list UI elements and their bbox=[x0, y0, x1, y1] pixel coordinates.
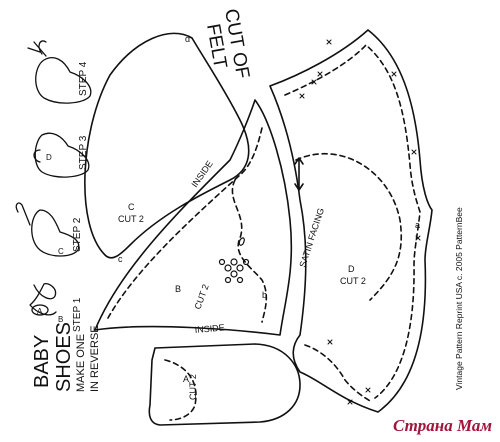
satin-arrow bbox=[294, 157, 304, 191]
site-watermark: Страна Мам bbox=[392, 416, 492, 435]
flower-embroidery bbox=[218, 237, 250, 284]
step-1-sketch bbox=[29, 282, 57, 316]
piece-d-crosses bbox=[299, 39, 421, 405]
mark-a: a bbox=[415, 220, 420, 230]
mark-d: d bbox=[185, 34, 190, 44]
step-4-label: STEP 4 bbox=[78, 61, 89, 96]
piece-b-outline bbox=[94, 99, 293, 336]
step1-mark-b: B bbox=[58, 315, 63, 324]
copyright-text: Vintage Pattern Reprint USA c. 2005 Patt… bbox=[454, 207, 464, 390]
piece-a-letter: A bbox=[183, 374, 189, 384]
piece-c-letter: C bbox=[128, 202, 135, 212]
piece-a-dashed bbox=[164, 359, 197, 421]
piece-b-cut: CUT 2 bbox=[192, 283, 210, 311]
piece-d-letter: D bbox=[348, 264, 355, 274]
piece-d-dashed-outer bbox=[284, 44, 421, 399]
piece-d-outline bbox=[269, 29, 433, 413]
step1-mark-a: A bbox=[37, 307, 43, 316]
mark-c: c bbox=[118, 254, 123, 264]
title-in-reverse: IN REVERSE bbox=[89, 325, 101, 392]
piece-d-cut: CUT 2 bbox=[340, 276, 366, 286]
piece-c-outline bbox=[84, 32, 250, 259]
piece-d-dashed-bottom bbox=[304, 344, 373, 403]
step-3-label: STEP 3 bbox=[78, 135, 89, 170]
piece-b-dashed bbox=[107, 127, 263, 319]
step2-mark-c: C bbox=[58, 247, 64, 256]
step-2-label: STEP 2 bbox=[72, 217, 83, 252]
title-shoes: SHOES bbox=[53, 322, 75, 392]
inside-label-top: INSIDE bbox=[189, 159, 214, 189]
step-4-sketch bbox=[27, 40, 92, 104]
inside-label-bottom: INSIDE bbox=[194, 322, 225, 335]
piece-a-cut: CUT 2 bbox=[188, 374, 198, 400]
piece-c-cut: CUT 2 bbox=[118, 214, 144, 224]
title-baby: BABY bbox=[31, 335, 53, 388]
step3-mark-d: D bbox=[46, 153, 52, 162]
piece-b-letter: B bbox=[175, 284, 181, 294]
piece-d-dashed-inner bbox=[295, 152, 402, 301]
step-1-label: STEP 1 bbox=[72, 297, 83, 332]
mark-b: b bbox=[262, 290, 267, 300]
satin-facing-label: SATIN FACING bbox=[297, 207, 326, 269]
title-make-one: MAKE ONE bbox=[75, 334, 87, 392]
piece-b-dashed-inner bbox=[231, 179, 268, 323]
step-3-sketch bbox=[33, 132, 90, 178]
piece-a-outline bbox=[148, 343, 301, 426]
step-2-sketch bbox=[15, 202, 80, 257]
